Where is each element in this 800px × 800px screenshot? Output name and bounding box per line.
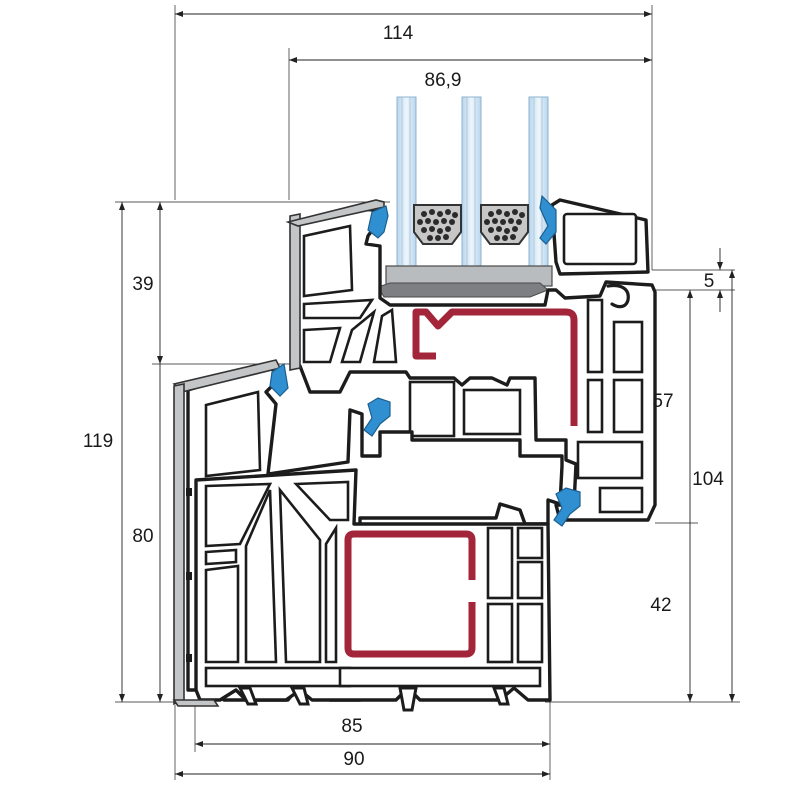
frame-chamber xyxy=(204,390,262,478)
sash-chamber xyxy=(302,326,342,364)
center-seal-gasket xyxy=(363,397,391,437)
sash-chamber xyxy=(462,388,522,436)
sash-chamber xyxy=(576,440,644,480)
sash-chamber xyxy=(408,380,456,438)
glass-pane-middle xyxy=(461,96,482,270)
frame-gasket-outer xyxy=(269,362,289,397)
sash-chamber xyxy=(598,486,644,514)
sash-chamber xyxy=(372,307,398,364)
dim-frame-height: 80 xyxy=(132,526,153,547)
dim-bottom-right: 42 xyxy=(650,595,671,616)
frame-chamber xyxy=(338,666,542,688)
dim-frame-depth-outer: 90 xyxy=(343,749,364,770)
sash-steel-reinforcement xyxy=(412,308,578,426)
frame-profile xyxy=(186,366,564,712)
gaskets xyxy=(269,194,581,527)
dim-sash-offset: 5 xyxy=(704,271,715,292)
frame-chamber xyxy=(486,602,514,664)
dimension-lines xyxy=(115,5,740,780)
frame-chamber xyxy=(486,526,514,600)
steel-reinforcements xyxy=(344,308,578,658)
dim-overall-width: 114 xyxy=(383,23,414,44)
frame-gasket-inner xyxy=(553,487,581,527)
frame-chamber xyxy=(324,523,338,664)
triple-glazing xyxy=(377,96,553,298)
dim-rebate-height: 39 xyxy=(132,274,153,295)
glass-pane-outer xyxy=(396,96,417,270)
bead-chamber xyxy=(562,212,638,266)
dim-glazing-depth: 86,9 xyxy=(425,70,462,91)
sash-chamber xyxy=(302,224,354,298)
glazing-gasket-outer xyxy=(367,205,389,239)
glazing-gasket-inner xyxy=(539,194,557,245)
sash-chamber xyxy=(340,308,377,364)
frame-chamber xyxy=(516,560,544,600)
dim-sash-height-small: 57 xyxy=(652,391,673,412)
sash-chamber xyxy=(612,320,644,374)
frame-chamber xyxy=(204,548,238,566)
sash-chamber xyxy=(586,378,604,434)
frame-chamber xyxy=(516,602,544,664)
cover-trims xyxy=(172,199,385,707)
glazing-bead-base xyxy=(377,282,549,298)
dim-frame-depth-inner: 85 xyxy=(341,716,362,737)
dim-frame-sash-height: 119 xyxy=(83,431,113,452)
dim-sash-height-total: 104 xyxy=(692,469,724,490)
frame-chamber xyxy=(204,564,240,664)
sash-chamber xyxy=(302,298,375,320)
frame-chamber xyxy=(516,526,544,560)
sash-chamber xyxy=(586,298,604,374)
frame-chamber xyxy=(204,482,273,548)
frame-chamber xyxy=(293,480,350,522)
sash-chamber xyxy=(612,378,644,434)
dimension-labels: 114 86,9 39 119 80 5 57 104 42 85 90 xyxy=(83,23,724,770)
frame-steel-reinforcement xyxy=(344,530,476,658)
frame-chamber xyxy=(278,486,322,664)
frame-chamber xyxy=(204,666,352,688)
frame-chamber xyxy=(244,489,278,664)
